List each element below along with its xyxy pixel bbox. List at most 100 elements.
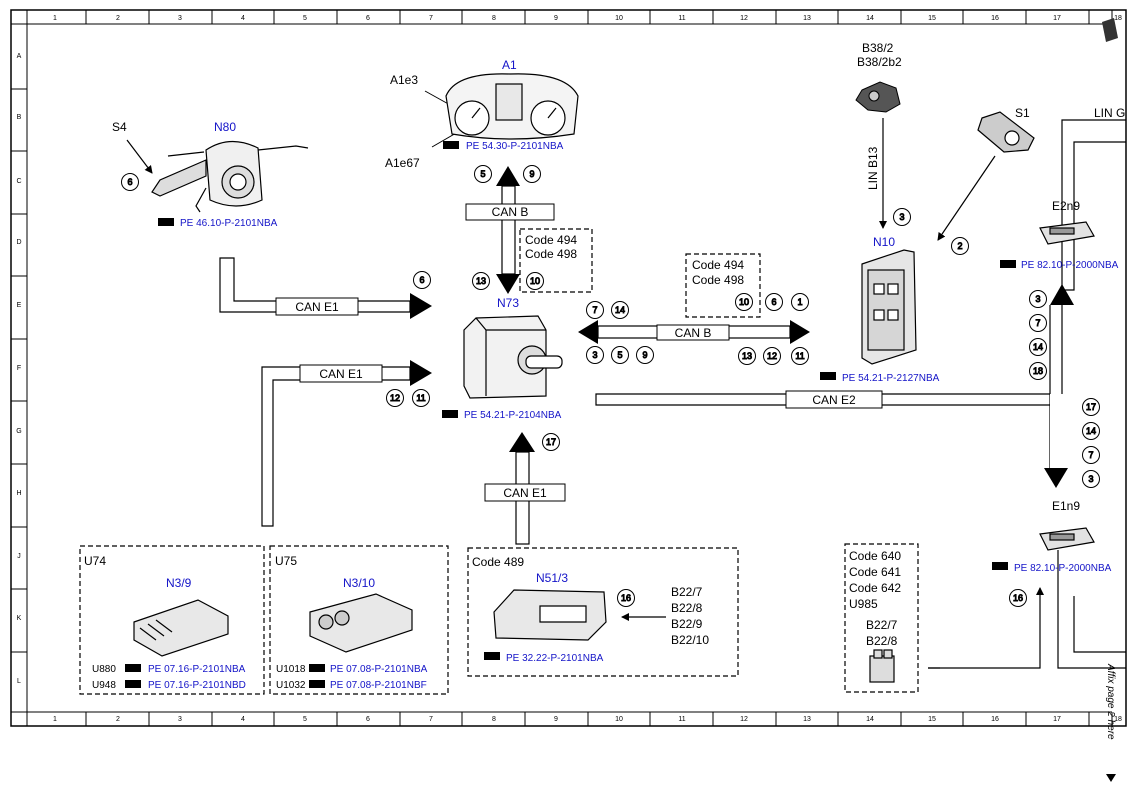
b38-2b2-label: B38/2b2	[857, 55, 902, 69]
hand-pointer-icon	[1000, 260, 1016, 268]
hand-pointer-icon	[158, 218, 174, 226]
marker: 3	[1029, 290, 1047, 308]
grid-col-label: 12	[740, 716, 748, 723]
grid-col-label: 7	[429, 716, 433, 723]
b38-2-illustration	[855, 81, 901, 113]
bus-lines	[126, 90, 1126, 669]
grid-col-label: 3	[178, 716, 182, 723]
b38-2-label: B38/2	[862, 41, 894, 55]
arrow-head-down	[496, 274, 520, 294]
arrow-head-left	[578, 320, 598, 344]
arrow-head-right	[410, 360, 432, 386]
grid-col-label: 12	[740, 15, 748, 22]
grid-col-label: 8	[492, 716, 496, 723]
b22-8-label: B22/8	[671, 601, 703, 615]
hand-pointer-icon	[309, 664, 325, 672]
svg-text:17: 17	[546, 437, 556, 447]
grid-col-label: 1	[53, 15, 57, 22]
a1e67-label: A1e67	[385, 156, 420, 170]
grid-col-label: 10	[615, 15, 623, 22]
code-box-3-line: Code 641	[849, 565, 901, 579]
grid-col-label: 4	[241, 15, 245, 22]
marker: 6	[765, 293, 783, 311]
marker: 12	[386, 389, 404, 407]
u880-ref: PE 07.16-P-2101NBA	[148, 664, 246, 675]
n51-3-illustration	[493, 589, 607, 641]
marker: 14	[611, 301, 629, 319]
svg-text:17: 17	[1086, 402, 1096, 412]
grid-col-label: 17	[1053, 15, 1061, 22]
svg-text:9: 9	[529, 169, 534, 179]
svg-text:5: 5	[480, 169, 485, 179]
right-bus-bottom	[1057, 550, 1126, 669]
svg-text:2: 2	[957, 241, 962, 251]
can-e1-top-label: CAN E1	[295, 300, 339, 314]
code-box-2	[685, 253, 761, 318]
can-b-vert-line	[501, 185, 516, 275]
grid-col-label: 15	[928, 15, 936, 22]
marker: 1	[791, 293, 809, 311]
markers: 6 5 9 13 10 6 7 14 3 5 9 10 6 1 13 12 11…	[121, 165, 1100, 607]
svg-text:16: 16	[1013, 593, 1023, 603]
code-box-2-line: Code 498	[692, 273, 744, 287]
svg-text:11: 11	[795, 351, 804, 361]
arrow-heads	[410, 166, 1074, 488]
svg-text:13: 13	[742, 351, 752, 361]
svg-text:3: 3	[1035, 294, 1040, 304]
grid-col-label: 5	[303, 15, 307, 22]
svg-text:16: 16	[621, 593, 631, 603]
code-box-3-line: B22/8	[866, 634, 898, 648]
marker: 5	[474, 165, 492, 183]
arrow-head-right	[790, 320, 810, 344]
svg-text:7: 7	[1088, 450, 1093, 460]
svg-text:7: 7	[1035, 318, 1040, 328]
can-b-vert-label: CAN B	[492, 205, 529, 219]
hand-pointer-icon	[820, 372, 836, 380]
marker: 7	[586, 301, 604, 319]
arrow-head-up	[1050, 284, 1074, 305]
right-bus-e2n9	[1049, 305, 1074, 468]
grid-col-label: 2	[116, 716, 120, 723]
a1e3-label: A1e3	[390, 73, 418, 87]
svg-text:12: 12	[767, 351, 777, 361]
bus-labels: CAN B CAN B CAN E1 CAN E1 CAN E1 CAN E2 …	[275, 106, 1125, 502]
code-489-label: Code 489	[472, 555, 524, 569]
svg-text:14: 14	[1033, 342, 1043, 352]
code-box-1-line: Code 498	[525, 247, 577, 261]
n3-10-label: N3/10	[343, 576, 375, 590]
grid-col-label: 2	[116, 15, 120, 22]
u1018-label: U1018	[276, 664, 306, 675]
frame	[10, 9, 1127, 727]
u948-label: U948	[92, 680, 116, 691]
component-labels: S4 N80 PE 46.10-P-2101NBA A1 A1e3 A1e67 …	[84, 41, 1119, 691]
n73-ref-text: PE 54.21-P-2104NBA	[464, 410, 562, 421]
marker: 18	[1029, 362, 1047, 380]
marker: 12	[763, 347, 781, 365]
grid-col-label: 16	[991, 716, 999, 723]
marker: 17	[542, 433, 560, 451]
n10-ref-text: PE 54.21-P-2127NBA	[842, 373, 940, 384]
grid-col-label: 7	[429, 15, 433, 22]
u880-label: U880	[92, 664, 116, 675]
dashed-boxes	[79, 228, 919, 695]
n73-illustration	[463, 315, 563, 399]
marker: 16	[617, 589, 635, 607]
grid-column-labels-bottom: 1 2 3 4 5 6 7 8 9 10 11 12 13 14 15 16 1…	[53, 716, 1122, 723]
n80-ref: PE 46.10-P-2101NBA	[158, 218, 278, 229]
n73-label: N73	[497, 296, 519, 310]
u74-label: U74	[84, 554, 106, 568]
e2n9-label: E2n9	[1052, 199, 1080, 213]
marker: 9	[523, 165, 541, 183]
b22-10-label: B22/10	[671, 633, 709, 647]
code-box-3-line: Code 640	[849, 549, 901, 563]
grid-col-label: 17	[1053, 716, 1061, 723]
s1-line	[937, 155, 996, 241]
arrow-head-up	[509, 432, 535, 452]
n80-illustration	[151, 140, 309, 213]
svg-text:18: 18	[1033, 366, 1043, 376]
n3-9-label: N3/9	[166, 576, 192, 590]
u75-label: U75	[275, 554, 297, 568]
e1n9-illustration	[1039, 527, 1095, 551]
marker: 9	[636, 346, 654, 364]
